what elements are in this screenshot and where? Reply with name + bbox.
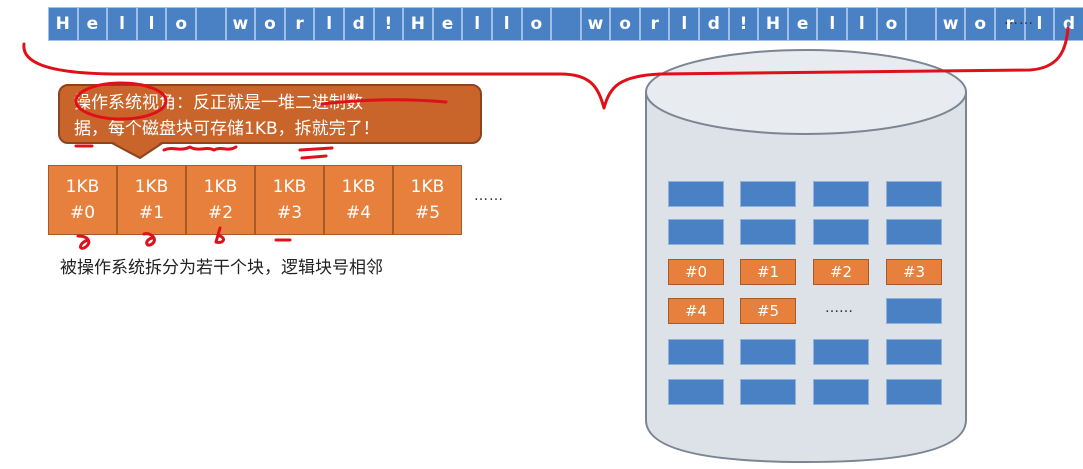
disk-block-used: #5 [740, 298, 796, 324]
logical-block: 1KB#4 [324, 165, 393, 235]
disk-block-free [886, 379, 942, 405]
block-size: 1KB [203, 177, 238, 197]
logical-block: 1KB#1 [117, 165, 186, 235]
disk-block-free [740, 379, 796, 405]
blocks-ellipsis: …… [474, 188, 504, 204]
strip-ellipsis: …… [1004, 12, 1034, 28]
disk-block-free [668, 339, 724, 365]
block-number: #4 [345, 203, 372, 223]
callout-line-2: 据，每个磁盘块可存储1KB，拆就完了！ [74, 119, 380, 139]
disk-block-used: #2 [813, 259, 869, 285]
disk-block-used: #0 [668, 259, 724, 285]
disk-block-used: #4 [668, 298, 724, 324]
logical-block: 1KB#5 [393, 165, 462, 235]
block-size: 1KB [272, 177, 307, 197]
disk-block-used: #1 [740, 259, 796, 285]
logical-block: 1KB#2 [186, 165, 255, 235]
disk-block-free [886, 219, 942, 245]
disk-block-free [886, 298, 942, 324]
block-size: 1KB [65, 177, 100, 197]
disk-block-free [813, 219, 869, 245]
logical-block: 1KB#0 [48, 165, 117, 235]
block-number: #2 [207, 203, 234, 223]
disk-block-free [813, 379, 869, 405]
block-size: 1KB [410, 177, 445, 197]
disk-block-free [740, 181, 796, 207]
block-number: #5 [414, 203, 441, 223]
disk-block-used: #3 [886, 259, 942, 285]
disk-block-free [886, 339, 942, 365]
disk-block-free [886, 181, 942, 207]
disk-block-free [740, 219, 796, 245]
block-number: #0 [69, 203, 96, 223]
disk-block-free [740, 339, 796, 365]
disk-block-free [668, 379, 724, 405]
disk-ellipsis: …… [825, 300, 853, 316]
disk-block-free [813, 181, 869, 207]
split-caption: 被操作系统拆分为若干个块，逻辑块号相邻 [60, 258, 383, 278]
block-number: #1 [138, 203, 165, 223]
block-number: #3 [276, 203, 303, 223]
logical-block: 1KB#3 [255, 165, 324, 235]
block-size: 1KB [341, 177, 376, 197]
block-size: 1KB [134, 177, 169, 197]
disk-block-free [668, 181, 724, 207]
disk-block-free [668, 219, 724, 245]
disk-block-free [813, 339, 869, 365]
